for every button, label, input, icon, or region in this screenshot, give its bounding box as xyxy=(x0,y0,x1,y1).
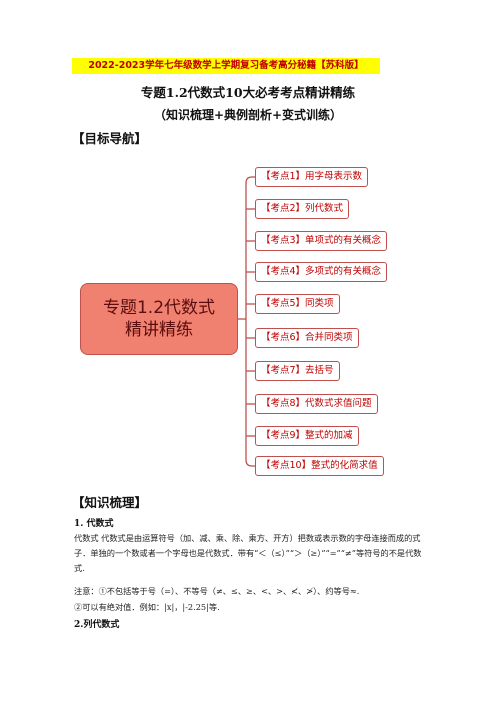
mindmap-node-3: 【考点3】单项式的有关概念 xyxy=(255,231,388,251)
page-title: 专题1.2代数式10大必考考点精讲精练 xyxy=(140,85,356,100)
mindmap-node-10: 【考点10】整式的化简求值 xyxy=(255,456,384,476)
heading-knowledge: 【知识梳理】 xyxy=(72,495,148,510)
heading-navigation: 【目标导航】 xyxy=(72,131,148,146)
mindmap-center: 专题1.2代数式 精讲精练 xyxy=(80,283,238,355)
section-1-note-1: 注意：①不包括等于号（=）、不等号（≠、≤、≥、<、>、≮、≯）、约等号≈. xyxy=(74,586,360,596)
section-1-note-2: ②可以有绝对值．例如：|x|，|-2.25|等. xyxy=(74,602,220,612)
mindmap-node-9: 【考点9】整式的加减 xyxy=(255,426,359,446)
mindmap-node-7: 【考点7】去括号 xyxy=(255,361,340,381)
mindmap-node-1: 【考点1】用字母表示数 xyxy=(255,167,369,187)
section-2-title: 2.列代数式 xyxy=(74,620,120,630)
page-subtitle: （知识梳理+典例剖析+变式训练） xyxy=(153,108,343,122)
mindmap-node-6: 【考点6】合并同类项 xyxy=(255,328,359,348)
mindmap-node-5: 【考点5】同类项 xyxy=(255,294,340,314)
title-banner: 2022-2023学年七年级数学上学期复习备考高分秘籍【苏科版】 xyxy=(72,58,380,74)
section-1-title: 1. 代数式 xyxy=(74,519,114,529)
mindmap-center-line2: 精讲精练 xyxy=(125,320,193,340)
mindmap-node-4: 【考点4】多项式的有关概念 xyxy=(255,262,388,282)
mindmap-center-line1: 专题1.2代数式 xyxy=(102,298,216,318)
mindmap-node-2: 【考点2】列代数式 xyxy=(255,199,350,219)
mindmap-node-8: 【考点8】代数式求值问题 xyxy=(255,394,378,414)
section-1-paragraph: 代数式 代数式是由运算符号（加、减、乘、除、乘方、开方）把数或表示数的字母连接而… xyxy=(74,533,422,573)
